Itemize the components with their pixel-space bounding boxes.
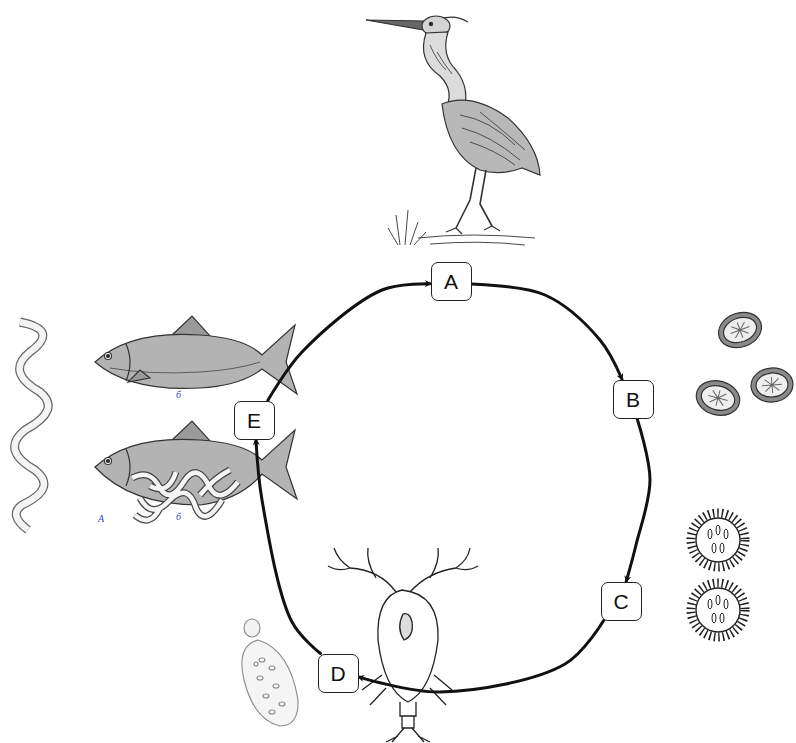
figure-letter: б — [176, 512, 181, 522]
stage-box: E — [234, 401, 275, 440]
stage-letter: B — [626, 389, 640, 410]
tapeworm-drawing — [15, 322, 49, 530]
cycle-arrow — [626, 419, 650, 582]
stage-box: B — [613, 380, 654, 419]
cycle-arrow — [268, 284, 431, 401]
figure-letter: б — [176, 390, 181, 400]
cycle-arrow — [256, 440, 320, 654]
egg-drawings — [692, 307, 794, 421]
heron-drawing — [366, 16, 540, 245]
stage-letter: A — [444, 271, 458, 292]
larva-drawings — [691, 513, 745, 637]
stage-box: C — [601, 582, 642, 621]
stage-letter: E — [247, 410, 261, 431]
stage-box: D — [318, 654, 359, 693]
figure-letter: A — [98, 514, 104, 524]
cycle-arrow — [359, 621, 604, 693]
cycle-arrow — [472, 284, 623, 379]
stage-box: A — [431, 262, 472, 301]
fish-drawing — [95, 316, 297, 394]
stage-letter: C — [613, 591, 628, 612]
procercoid-drawing — [242, 619, 298, 726]
copepod-drawing — [328, 548, 478, 742]
stage-letter: D — [330, 663, 345, 684]
